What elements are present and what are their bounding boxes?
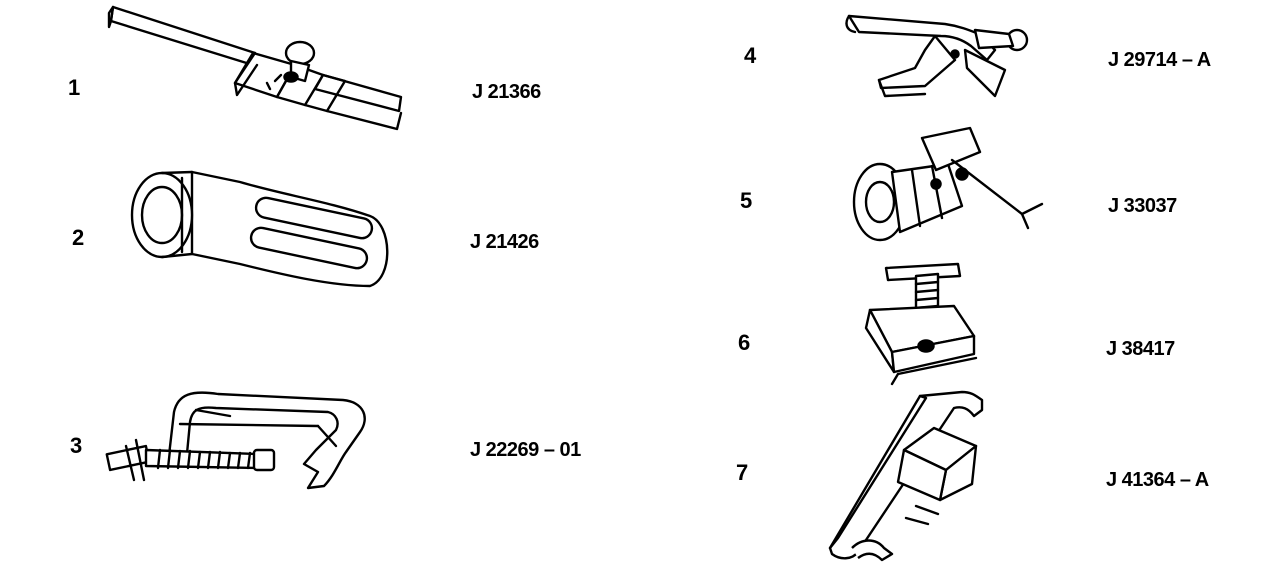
- tool-2-number: 2: [72, 225, 85, 250]
- tool-5-number: 5: [740, 188, 753, 213]
- tool-5-part-number: J 33037: [1108, 195, 1177, 217]
- tool-1-bracket-icon: [105, 5, 405, 135]
- tool-2-part-number: J 21426: [470, 231, 539, 253]
- tool-3-part-number: J 22269 – 01: [470, 439, 581, 461]
- tool-3-c-clamp-icon: [108, 380, 378, 495]
- tool-3-number: 3: [70, 433, 83, 458]
- tool-7-part-number: J 41364 – A: [1106, 469, 1209, 491]
- tool-7-hook-plate-icon: [822, 388, 997, 563]
- tool-4-lever-clamp-icon: [845, 10, 1030, 105]
- tool-5-compressor-icon: [852, 122, 1052, 247]
- tool-1-number: 1: [68, 75, 81, 100]
- tool-6-number: 6: [738, 330, 751, 355]
- tool-7-number: 7: [736, 460, 749, 485]
- tool-4-part-number: J 29714 – A: [1108, 49, 1211, 71]
- tool-4-number: 4: [744, 43, 757, 68]
- tool-2-handle-icon: [130, 160, 395, 300]
- tool-6-part-number: J 38417: [1106, 338, 1175, 360]
- tool-6-block-icon: [858, 262, 983, 387]
- tool-1-part-number: J 21366: [472, 81, 541, 103]
